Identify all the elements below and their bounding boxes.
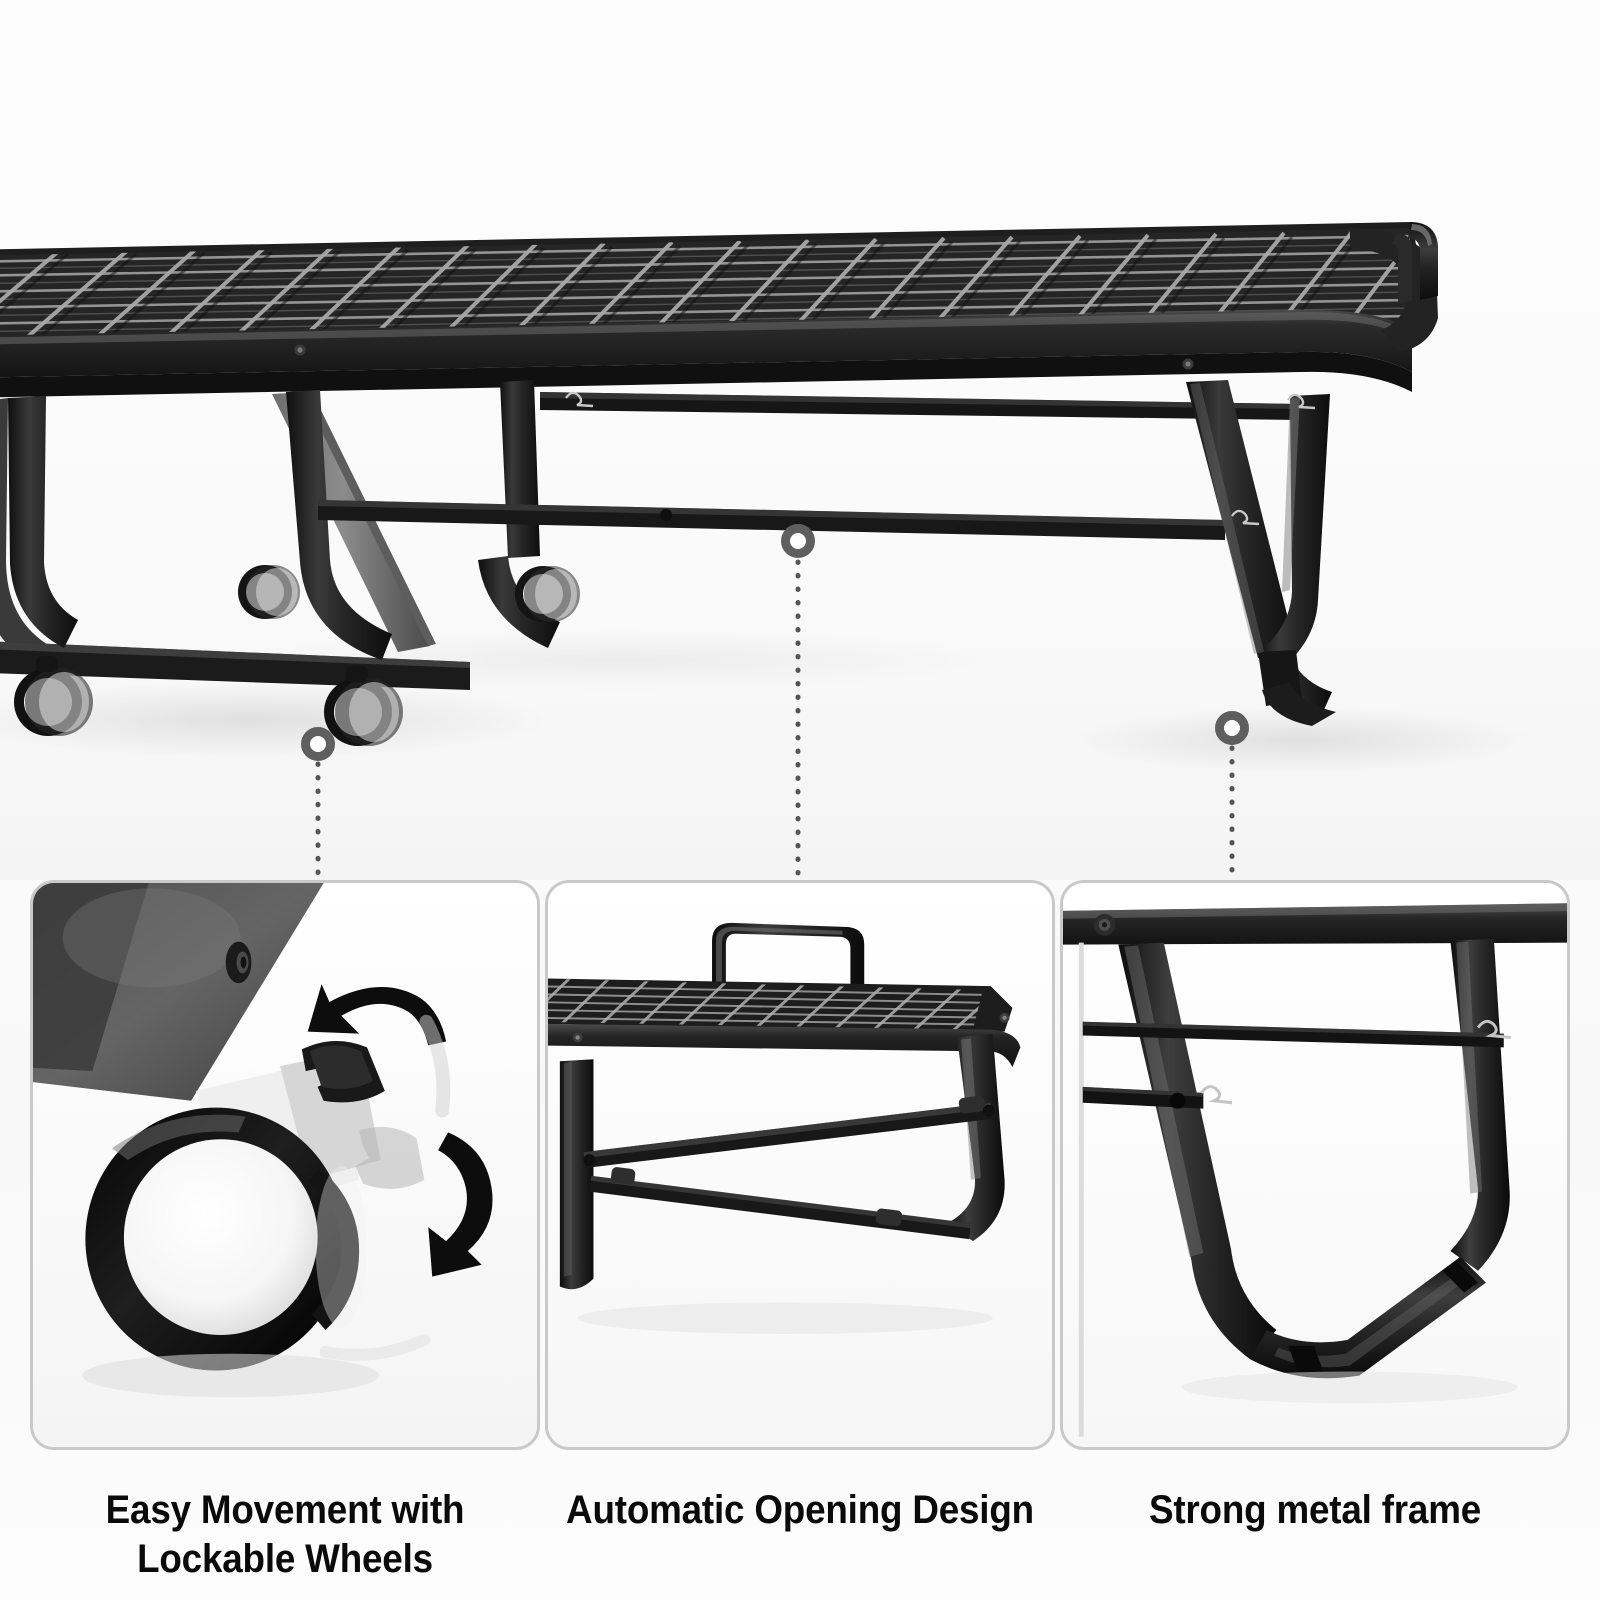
callout-opening-ring xyxy=(781,524,815,558)
pin-boss xyxy=(660,509,672,521)
feature-card-frame-image xyxy=(1060,880,1570,1450)
locking-pin xyxy=(1200,1085,1233,1105)
feature-caption-opening-line1: Automatic Opening Design xyxy=(566,1488,1034,1532)
frame-handle xyxy=(712,922,865,991)
upper-cross-brace xyxy=(1082,1019,1511,1048)
hero-illustration xyxy=(0,0,1600,880)
feature-caption-wheels: Easy Movement with Lockable Wheels xyxy=(50,1486,519,1584)
feature-card-opening-image xyxy=(545,880,1055,1450)
brake-lever xyxy=(301,1040,385,1103)
feature-card-wheels[interactable]: Easy Movement with Lockable Wheels xyxy=(30,880,540,1584)
right-tube-leg xyxy=(1450,938,1510,1271)
folded-frame-illustration xyxy=(548,883,1052,1447)
caster-wheel-illustration xyxy=(33,883,537,1447)
brake-lever-ghost xyxy=(355,1126,425,1189)
callout-opening-line xyxy=(795,559,801,883)
feature-card-opening[interactable]: Automatic Opening Design xyxy=(545,880,1055,1535)
rail-bolt xyxy=(1093,913,1116,936)
feature-card-frame[interactable]: Strong metal frame xyxy=(1060,880,1570,1535)
locking-pin xyxy=(1476,1019,1511,1039)
mounting-screw xyxy=(225,941,252,984)
left-leg xyxy=(559,1059,594,1290)
lower-cross-brace xyxy=(1082,1085,1233,1109)
feature-caption-wheels-line1: Easy Movement with xyxy=(105,1488,465,1532)
feature-caption-frame: Strong metal frame xyxy=(1080,1486,1549,1535)
foot-tube xyxy=(1250,1256,1486,1379)
caster-wheels xyxy=(14,565,580,746)
feature-card-wheels-image xyxy=(30,880,540,1450)
rotation-arrow-down xyxy=(428,1132,493,1277)
feature-cards-row: Easy Movement with Lockable Wheels xyxy=(0,880,1600,1600)
feature-caption-opening: Automatic Opening Design xyxy=(565,1486,1034,1535)
frame-handle xyxy=(1392,222,1438,304)
feature-caption-wheels-line2: Lockable Wheels xyxy=(137,1536,433,1581)
locking-pins xyxy=(565,391,1316,526)
support-bars xyxy=(583,1095,995,1240)
callout-frame-ring xyxy=(1215,711,1249,745)
callout-wheels-line xyxy=(315,761,321,885)
callout-frame-line xyxy=(1229,745,1235,883)
right-leg-assembly xyxy=(1186,380,1336,726)
hero-product-image xyxy=(0,0,1600,880)
callout-wheels-ring xyxy=(301,727,335,761)
mesh-deck xyxy=(0,222,1438,398)
caster-tire xyxy=(85,1107,368,1371)
mesh-deck xyxy=(548,978,1021,1068)
feature-caption-frame-line1: Strong metal frame xyxy=(1148,1488,1482,1532)
rotation-arrow-up xyxy=(307,984,447,1046)
metal-leg-frame-illustration xyxy=(1063,883,1567,1447)
